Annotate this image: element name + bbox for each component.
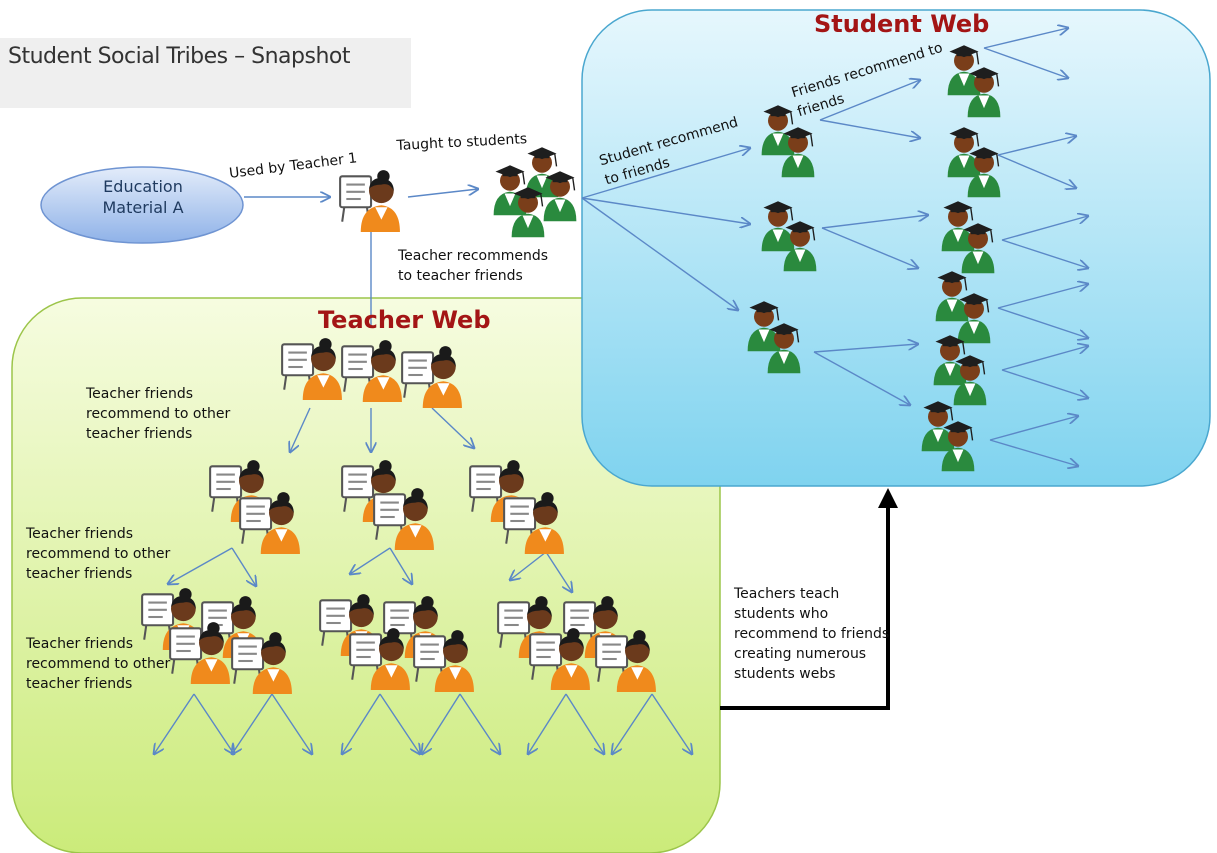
student-web-title: Student Web xyxy=(814,10,990,38)
teacher-friends-line1: Teacher friends xyxy=(26,636,133,652)
teacher-icon xyxy=(339,169,402,232)
teacher-friends-line3: teacher friends xyxy=(26,676,133,692)
education-material-line2: Material A xyxy=(102,198,184,217)
teacher-recommends-line1: Teacher recommends xyxy=(398,248,549,264)
teacher-friends-line2: recommend to other xyxy=(86,406,231,422)
teacher-web-title: Teacher Web xyxy=(318,306,491,334)
teacher-friends-line3: teacher friends xyxy=(26,566,133,582)
teacher-friends-line2: recommend to other xyxy=(26,656,171,672)
teacher-friends-label-level3: Teacher friends recommend to other teach… xyxy=(26,634,170,694)
education-material-line1: Education xyxy=(103,177,183,196)
teachers-teach-line2: students who xyxy=(734,606,829,622)
teachers-teach-line4: creating numerous xyxy=(734,646,867,662)
title-banner: Student Social Tribes – Snapshot xyxy=(0,38,411,108)
education-material-label: Education Material A xyxy=(70,176,216,218)
education-material-node xyxy=(40,166,244,244)
teachers-teach-line3: recommend to friends xyxy=(734,626,890,642)
flow-arrows xyxy=(154,28,1088,754)
student-web-region xyxy=(581,9,1211,487)
teacher-friends-line3: teacher friends xyxy=(86,426,193,442)
teachers-teach-line5: students webs xyxy=(734,666,836,682)
teachers-teach-line1: Teachers teach xyxy=(734,586,840,602)
teacher-web-region xyxy=(11,297,721,853)
teachers-teach-students-label: Teachers teach students who recommend to… xyxy=(734,584,889,684)
page-title: Student Social Tribes – Snapshot xyxy=(8,44,350,69)
teacher-recommends-line2: to teacher friends xyxy=(398,268,523,284)
teacher-friends-line1: Teacher friends xyxy=(26,526,133,542)
teacher-friends-label-level2: Teacher friends recommend to other teach… xyxy=(26,524,170,584)
teacher-friends-line2: recommend to other xyxy=(26,546,171,562)
teacher-friends-line1: Teacher friends xyxy=(86,386,193,402)
teachers-teach-students-connector xyxy=(720,488,898,710)
teacher-friends-label-level1: Teacher friends recommend to other teach… xyxy=(86,384,230,444)
teacher-recommends-label: Teacher recommends to teacher friends xyxy=(398,246,548,286)
